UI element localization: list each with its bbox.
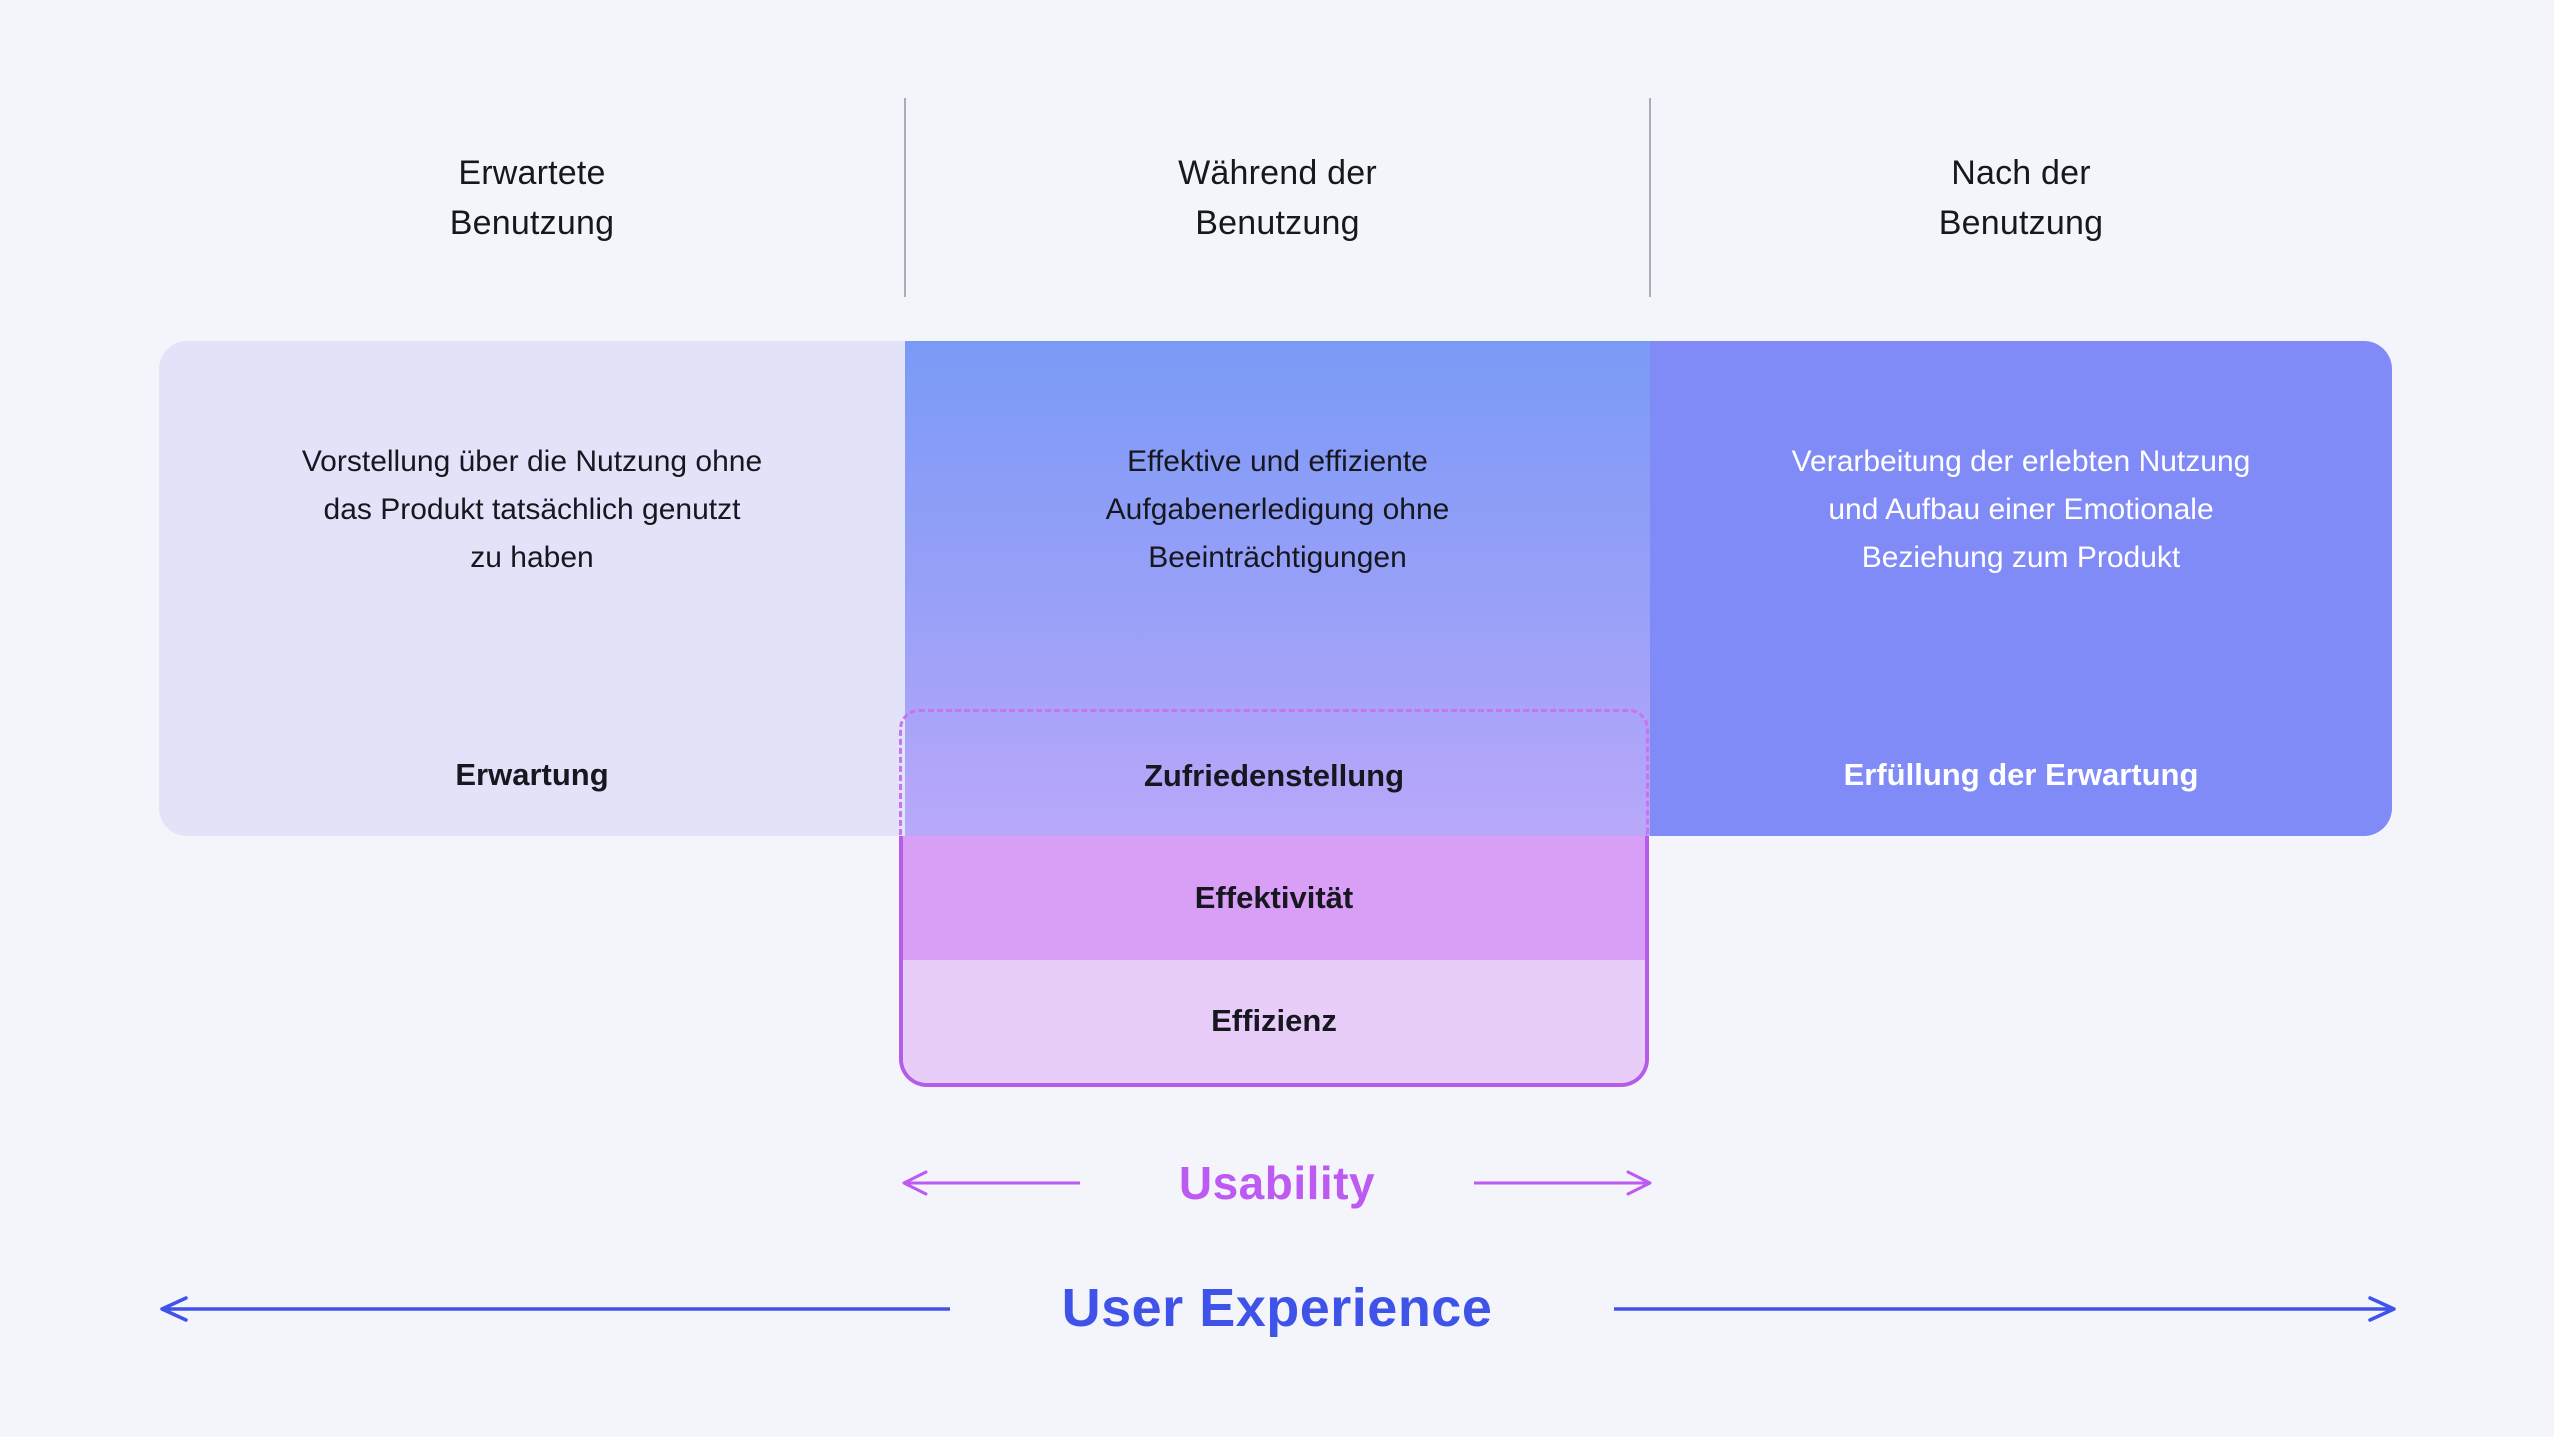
zufriedenstellung-box: Zufriedenstellung	[899, 709, 1649, 836]
effektivitaet-label: Effektivität	[1194, 879, 1354, 915]
phase-description: Vorstellung über die Nutzung ohne das Pr…	[301, 445, 763, 574]
usability-arrow-right-icon	[1474, 1170, 1652, 1196]
effizienz-label: Effizienz	[1211, 1003, 1337, 1039]
usability-arrow-left-icon	[902, 1170, 1080, 1196]
header-divider-left	[904, 98, 906, 297]
phase-label-erwartung: Erwartung	[455, 757, 609, 792]
user-experience-axis-label: User Experience	[1061, 1278, 1493, 1338]
phase-header-nach-der-benutzung: Nach der Benutzung	[1938, 154, 2104, 242]
phase-header-waehrend-der-benutzung: Während der Benutzung	[1178, 154, 1377, 242]
phase-description: Verarbeitung der erlebten Nutzung und Au…	[1791, 445, 2251, 574]
phase-label-erfuellung-der-erwartung: Erfüllung der Erwartung	[1843, 757, 2199, 792]
phase-description: Effektive und effiziente Aufgabenerledig…	[1105, 445, 1450, 574]
phase-box-waehrend-der-benutzung: Effektive und effiziente Aufgabenerledig…	[905, 341, 1650, 836]
header-divider-right	[1649, 98, 1651, 297]
user-experience-arrow-left-icon	[160, 1296, 950, 1322]
phase-box-erwartete-benutzung: Vorstellung über die Nutzung ohne das Pr…	[159, 341, 905, 836]
usability-axis-label: Usability	[1178, 1157, 1376, 1209]
effizienz-row: Effizienz	[903, 959, 1645, 1083]
user-experience-arrow-right-icon	[1614, 1296, 2396, 1322]
usability-box: Effektivität Effizienz	[899, 836, 1649, 1087]
phase-header-erwartete-benutzung: Erwartete Benutzung	[449, 154, 615, 242]
phase-label-zufriedenstellung: Zufriedenstellung	[1143, 758, 1405, 793]
phase-box-nach-der-benutzung: Verarbeitung der erlebten Nutzung und Au…	[1650, 341, 2392, 836]
effektivitaet-row: Effektivität	[903, 836, 1645, 960]
